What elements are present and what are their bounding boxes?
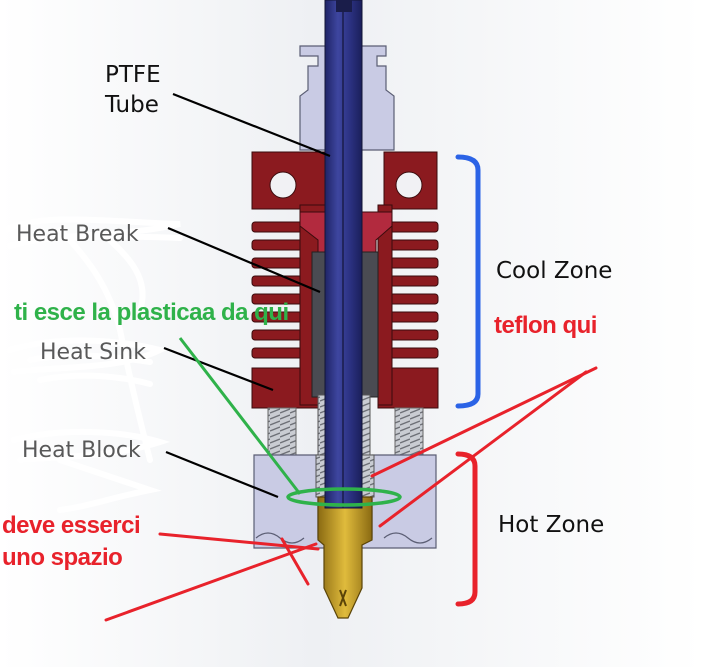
red-annotation-lines: [104, 366, 598, 622]
teflon-note: teflon qui: [494, 312, 597, 339]
heat-sink: [251, 151, 439, 409]
plastic-exit-note: ti esce la plasticaa da qui: [14, 299, 289, 326]
teflon-arrow-2: [378, 370, 588, 528]
scribble-marks: [3, 216, 183, 513]
hot-zone-label: Hot Zone: [498, 512, 605, 538]
green-annotation-ellipse: [286, 487, 402, 507]
leader-lines: [163, 92, 331, 499]
ptfe-leader: [172, 92, 331, 158]
heat-break-leader: [167, 226, 321, 294]
green-annotation-line: [178, 337, 302, 495]
ptfe-tube: [324, 0, 363, 509]
heat-sink-label: Heat Sink: [40, 340, 146, 365]
heat-sink-leader: [163, 346, 274, 392]
space-note-line1: deve esserci: [2, 512, 141, 539]
hot-zone-bracket: [455, 451, 478, 607]
ptfe-label-line2: Tube: [105, 92, 159, 118]
cool-zone-bracket: [455, 154, 481, 409]
heat-break-label: Heat Break: [16, 222, 139, 247]
teflon-arrow-1: [370, 366, 598, 478]
heat-block-leader: [165, 450, 279, 499]
heat-block-label: Heat Block: [22, 438, 141, 463]
space-note-line2: uno spazio: [2, 544, 123, 571]
space-note: deve esserci uno spazio: [2, 510, 141, 574]
mounting-screws: [267, 407, 424, 457]
space-arrow-3: [158, 532, 320, 551]
ptfe-tube-label: PTFE Tube: [105, 60, 161, 120]
space-arrow-1: [104, 542, 318, 622]
cool-zone-label: Cool Zone: [496, 258, 613, 284]
nozzle: [317, 496, 373, 619]
ptfe-label-line1: PTFE: [105, 62, 161, 88]
